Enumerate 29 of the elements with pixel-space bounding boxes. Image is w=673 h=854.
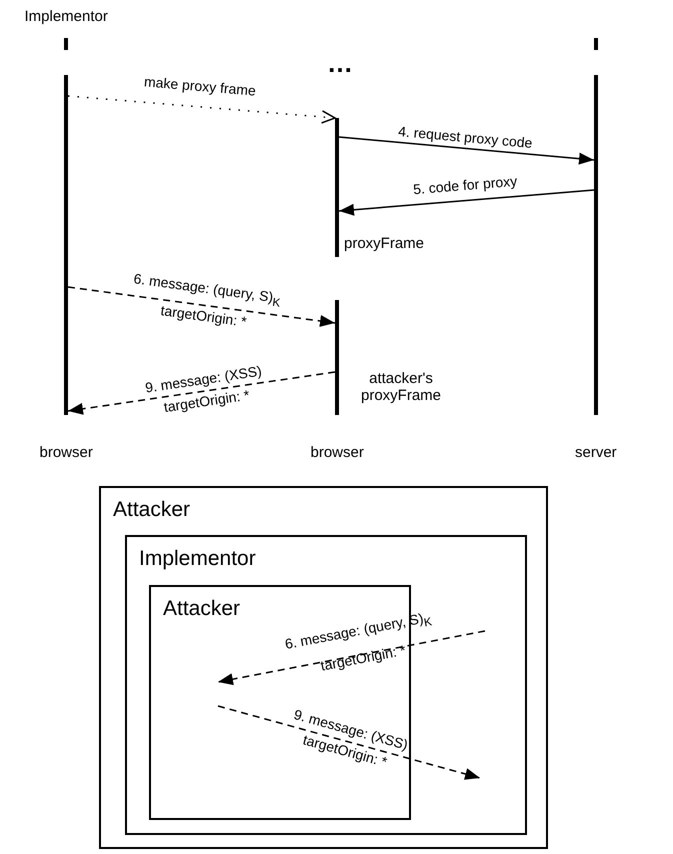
lifeline-label: browser: [40, 444, 93, 461]
lifeline: [594, 38, 598, 415]
arrow: [218, 630, 486, 686]
lifeline-label: Implementor: [24, 8, 108, 25]
context-box: [99, 486, 548, 849]
lifeline: [335, 118, 339, 257]
edge-label: 9. message: (XSS) targetOrigin: *: [143, 362, 264, 418]
edge-label: 5. code for proxy: [412, 172, 518, 200]
edge-label: make proxy frame: [143, 72, 257, 101]
lifeline: [335, 300, 339, 415]
arrow: [68, 95, 336, 124]
edge-label: 4. request proxy code: [396, 122, 533, 153]
edge-label: 6. message: (query, S)$_{K}$ targetOrigin: *: [131, 269, 282, 332]
context-box: [125, 535, 527, 835]
arrow: [68, 286, 336, 327]
context-box: [149, 585, 411, 820]
lifeline-label: server: [575, 444, 617, 461]
arrow: [218, 705, 480, 780]
box-title: Attacker: [163, 597, 240, 621]
arrow: [338, 136, 594, 165]
lifeline-label: attacker's proxyFrame: [360, 370, 442, 404]
ellipsis: …: [327, 48, 353, 79]
lifeline-label: proxyFrame: [344, 235, 424, 252]
lifeline-label: browser: [310, 444, 364, 461]
arrow: [338, 189, 594, 216]
box-title: Attacker: [113, 498, 190, 522]
arrow: [68, 371, 336, 415]
lifeline: [64, 38, 68, 415]
box-title: Implementor: [139, 547, 256, 571]
